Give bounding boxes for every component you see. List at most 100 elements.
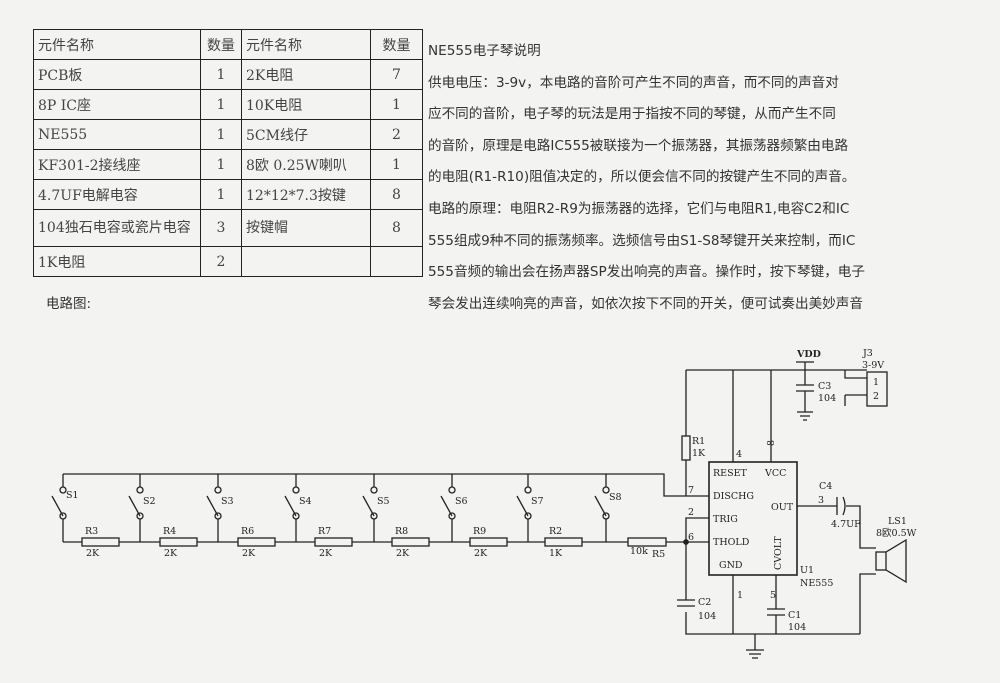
switch-s8 <box>594 474 610 542</box>
ic-part-label: NE555 <box>800 578 833 589</box>
bom-cell: 1 <box>370 149 423 180</box>
resistor-r6 <box>237 537 276 547</box>
resistor-r1 <box>681 435 691 461</box>
resistor-ref-label: R3 <box>85 526 98 537</box>
description-line: 琴会发出连续响亮的声音，如依次按下不同的开关，便可试奏出美妙声音 <box>428 295 863 312</box>
ic-pin-number: 7 <box>688 485 694 496</box>
junction-node <box>683 539 689 545</box>
bom-cell: 12*12*7.3按键 <box>241 179 371 210</box>
resistor-ref-label: R4 <box>163 526 176 537</box>
switch-label: S5 <box>377 496 390 507</box>
c1-value-label: 104 <box>788 622 806 633</box>
c4-ref-label: C4 <box>819 481 832 492</box>
ic-pin-dischg-label: DISCHG <box>713 491 754 502</box>
ic-pin-number: 2 <box>688 507 694 518</box>
j3-ref-label: J3 <box>862 348 873 359</box>
bom-cell: 8 <box>370 209 423 247</box>
resistor-value-label: 1K <box>549 548 563 559</box>
bom-header-cell: 数量 <box>200 29 242 60</box>
c2-value-label: 104 <box>698 611 716 622</box>
ic-pin-number: 4 <box>736 449 742 460</box>
ls1-ref-label: LS1 <box>888 516 907 527</box>
resistor-ref-label: R9 <box>473 526 486 537</box>
ground-symbol-c3 <box>797 411 813 421</box>
bom-cell: 1K电阻 <box>33 246 201 277</box>
description-line: 的电阻(R1-R10)阻值决定的，所以便会信不同的按键产生不同的声音。 <box>428 169 856 186</box>
j3-value-label: 3-9V <box>862 360 884 371</box>
bom-cell: 8欧 0.25W喇叭 <box>241 149 371 180</box>
description: NE555电子琴说明 供电电压：3-9v，本电路的音阶可产生不同的声音，而不同的… <box>428 36 948 320</box>
ic-pin-number: 6 <box>688 532 694 543</box>
circuit-diagram-label: 电路图: <box>46 296 92 312</box>
bom-cell: 2 <box>200 246 242 277</box>
switch-label: S4 <box>299 496 312 507</box>
description-line: 555组成9种不同的振荡频率。选频信号由S1-S8琴键开关来控制，而IC <box>428 232 856 249</box>
bom-table: 元件名称 数量 元件名称 数量 PCB板 1 2K电阻 7 8P IC座 1 1… <box>33 29 423 277</box>
resistor-r5 <box>627 537 667 547</box>
ic-pin-thold-label: THOLD <box>713 537 750 548</box>
resistor-r2 <box>544 537 583 547</box>
ic-pin-number: 1 <box>737 590 743 601</box>
description-line: 应不同的音阶，电子琴的玩法是用于指按不同的琴键，从而产生不同 <box>428 106 836 123</box>
j3-pin-label: 2 <box>873 391 879 402</box>
ic-pin-trig-label: TRIG <box>713 514 738 525</box>
resistor-ref-label: R7 <box>318 526 331 537</box>
switch-label: S8 <box>609 492 622 503</box>
bom-cell: 1 <box>370 89 423 120</box>
resistor-r4 <box>159 537 198 547</box>
c4-value-label: 4.7UF <box>831 519 861 530</box>
switch-s3 <box>206 474 222 542</box>
description-line: 供电电压：3-9v，本电路的音阶可产生不同的声音，而不同的声音对 <box>428 74 839 91</box>
capacitor-c3 <box>796 384 814 392</box>
ic-pin-number: 5 <box>770 590 776 601</box>
resistor-value-label: 2K <box>319 548 333 559</box>
ic-pin-number: 3 <box>818 495 824 506</box>
bom-row: KF301-2接线座 1 8欧 0.25W喇叭 1 <box>33 149 423 180</box>
connector-j3 <box>866 371 888 407</box>
switch-array <box>51 474 610 542</box>
ic-pin-out-label: OUT <box>771 502 794 513</box>
bom-header-cell: 元件名称 <box>33 29 201 60</box>
ic-ref-label: U1 <box>800 565 814 576</box>
switch-s5 <box>362 474 378 542</box>
vdd-label: VDD <box>796 349 821 360</box>
bom-row: NE555 1 5CM线仔 2 <box>33 119 423 150</box>
bom-row: PCB板 1 2K电阻 7 <box>33 59 423 90</box>
ic-pin-gnd-label: GND <box>719 560 743 571</box>
resistor-r8 <box>391 537 430 547</box>
ls1-value-label: 8欧0.5W <box>876 527 917 539</box>
bom-row: 1K电阻 2 <box>33 246 423 277</box>
capacitor-c1 <box>767 608 785 616</box>
switch-s6 <box>440 474 456 542</box>
resistor-value-label: 2K <box>396 548 410 559</box>
resistor-r9 <box>469 537 508 547</box>
c3-ref-label: C3 <box>818 381 831 392</box>
c2-ref-label: C2 <box>698 597 711 608</box>
speaker-ls1 <box>875 538 907 584</box>
bom-row: 8P IC座 1 10K电阻 1 <box>33 89 423 120</box>
bom-cell: 7 <box>370 59 423 90</box>
bom-cell: 2K电阻 <box>241 59 371 90</box>
switch-s1 <box>51 474 67 542</box>
resistor-value-label: 2K <box>242 548 256 559</box>
resistor-ref-label: R8 <box>395 526 408 537</box>
switch-s2 <box>128 474 144 542</box>
bom-row: 4.7UF电解电容 1 12*12*7.3按键 8 <box>33 179 423 210</box>
r5-value-label: 10k <box>630 546 648 557</box>
switch-label: S6 <box>455 496 468 507</box>
resistor-r3 <box>81 537 120 547</box>
ic-pin-reset-label: RESET <box>713 468 748 479</box>
description-line: 电路的原理：电阻R2-R9为振荡器的选择，它们与电阻R1,电容C2和IC <box>428 200 850 217</box>
c1-ref-label: C1 <box>788 610 801 621</box>
resistor-value-label: 2K <box>164 548 178 559</box>
bom-cell <box>370 246 423 277</box>
switch-label: S7 <box>531 496 544 507</box>
description-line: 的音阶，原理是电路IC555被联接为一个振荡器，其振荡器频繁由电路 <box>428 137 849 154</box>
r5-ref-label: R5 <box>652 549 665 560</box>
resistor-value-label: 2K <box>474 548 488 559</box>
bom-header-row: 元件名称 数量 元件名称 数量 <box>33 29 423 60</box>
capacitor-c4 <box>836 496 846 516</box>
description-title: NE555电子琴说明 <box>428 43 541 59</box>
resistor-r7 <box>314 537 353 547</box>
bom-cell: NE555 <box>33 119 201 150</box>
